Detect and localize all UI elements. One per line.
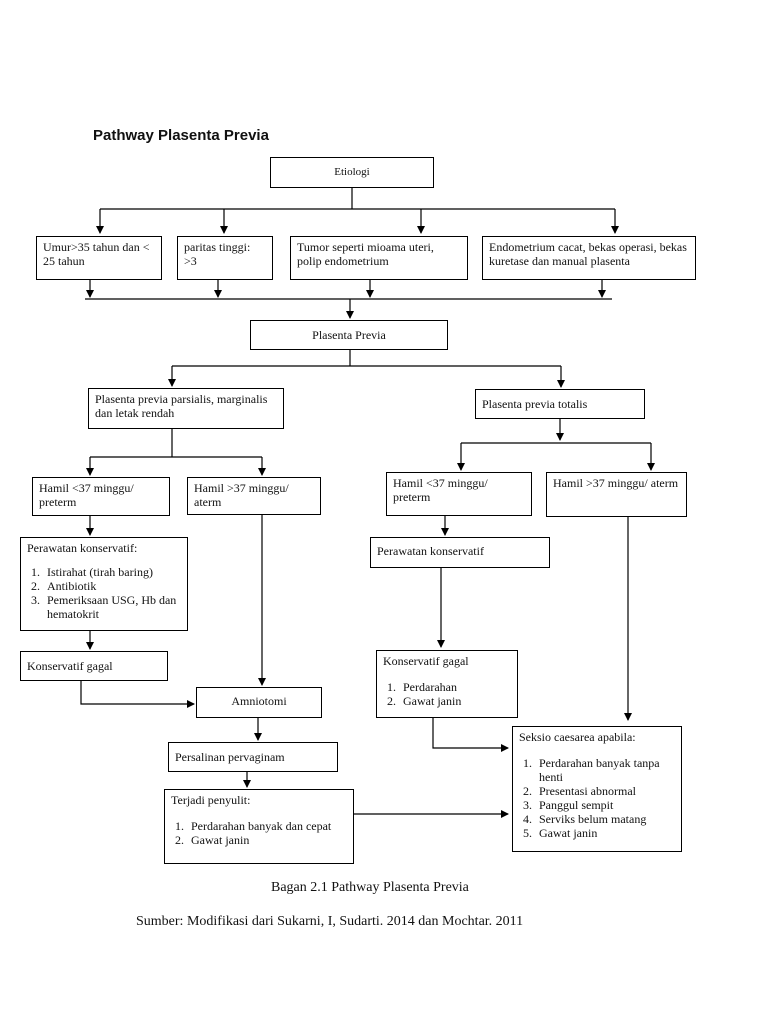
node-gagal-right: Konservatif gagal 1.Perdarahan 2.Gawat j… [376,650,518,718]
node-right-aterm: Hamil >37 minggu/ aterm [546,472,687,517]
penyulit-heading: Terjadi penyulit: [171,793,251,807]
node-etiologi: Etiologi [270,157,434,188]
node-totalis: Plasenta previa totalis [475,389,645,419]
node-seksio: Seksio caesarea apabila: 1.Perdarahan ba… [512,726,682,852]
list-item: 1.Perdarahan banyak dan cepat [175,819,332,833]
list-item: 3.Panggul sempit [523,798,614,812]
perawatan-left-heading: Perawatan konservatif: [27,541,138,555]
list-item: 2.Presentasi abnormal [523,784,636,798]
list-item: 2.Antibiotik [31,579,97,593]
list-item: 1.Perdarahan [387,680,457,694]
node-plasenta-previa: Plasenta Previa [250,320,448,350]
penyulit-list: 1.Perdarahan banyak dan cepat 2.Gawat ja… [171,819,347,847]
node-paritas: paritas tinggi: >3 [177,236,273,280]
node-perawatan-left: Perawatan konservatif: 1.Istirahat (tira… [20,537,188,631]
node-endometrium: Endometrium cacat, bekas operasi, bekas … [482,236,696,280]
list-item: 5.Gawat janin [523,826,598,840]
node-gagal-left: Konservatif gagal [20,651,168,681]
figure-caption: Bagan 2.1 Pathway Plasenta Previa [271,880,469,895]
figure-source: Sumber: Modifikasi dari Sukarni, I, Suda… [136,914,524,929]
list-item: 2.Gawat janin [175,833,250,847]
gagal-right-heading: Konservatif gagal [383,654,469,668]
diagram-title: Pathway Plasenta Previa [93,127,269,144]
arrow-gagal-to-amniotomi [80,680,195,708]
perawatan-left-list: 1.Istirahat (tirah baring) 2.Antibiotik … [27,565,181,621]
arrow-gagal-to-seksio [432,718,509,752]
list-item: 4.Serviks belum matang [523,812,647,826]
node-tumor: Tumor seperti mioama uteri, polip endome… [290,236,468,280]
seksio-heading: Seksio caesarea apabila: [519,730,636,744]
node-persalinan: Persalinan pervaginam [168,742,338,772]
node-amniotomi: Amniotomi [196,687,322,718]
node-penyulit: Terjadi penyulit: 1.Perdarahan banyak da… [164,789,354,864]
node-umur: Umur>35 tahun dan < 25 tahun [36,236,162,280]
node-left-aterm: Hamil >37 minggu/ aterm [187,477,321,515]
list-item: 1.Perdarahan banyak tanpa henti [523,756,660,784]
list-item: 1.Istirahat (tirah baring) [31,565,153,579]
node-left-preterm: Hamil <37 minggu/ preterm [32,477,170,516]
seksio-list: 1.Perdarahan banyak tanpa henti 2.Presen… [519,756,675,840]
node-perawatan-right: Perawatan konservatif [370,537,550,568]
node-parsialis: Plasenta previa parsialis, marginalis da… [88,388,284,429]
list-item: 2.Gawat janin [387,694,462,708]
node-right-preterm: Hamil <37 minggu/ preterm [386,472,532,516]
gagal-right-list: 1.Perdarahan 2.Gawat janin [383,680,511,708]
list-item: 3.Pemeriksaan USG, Hb dan hematokrit [31,593,177,621]
